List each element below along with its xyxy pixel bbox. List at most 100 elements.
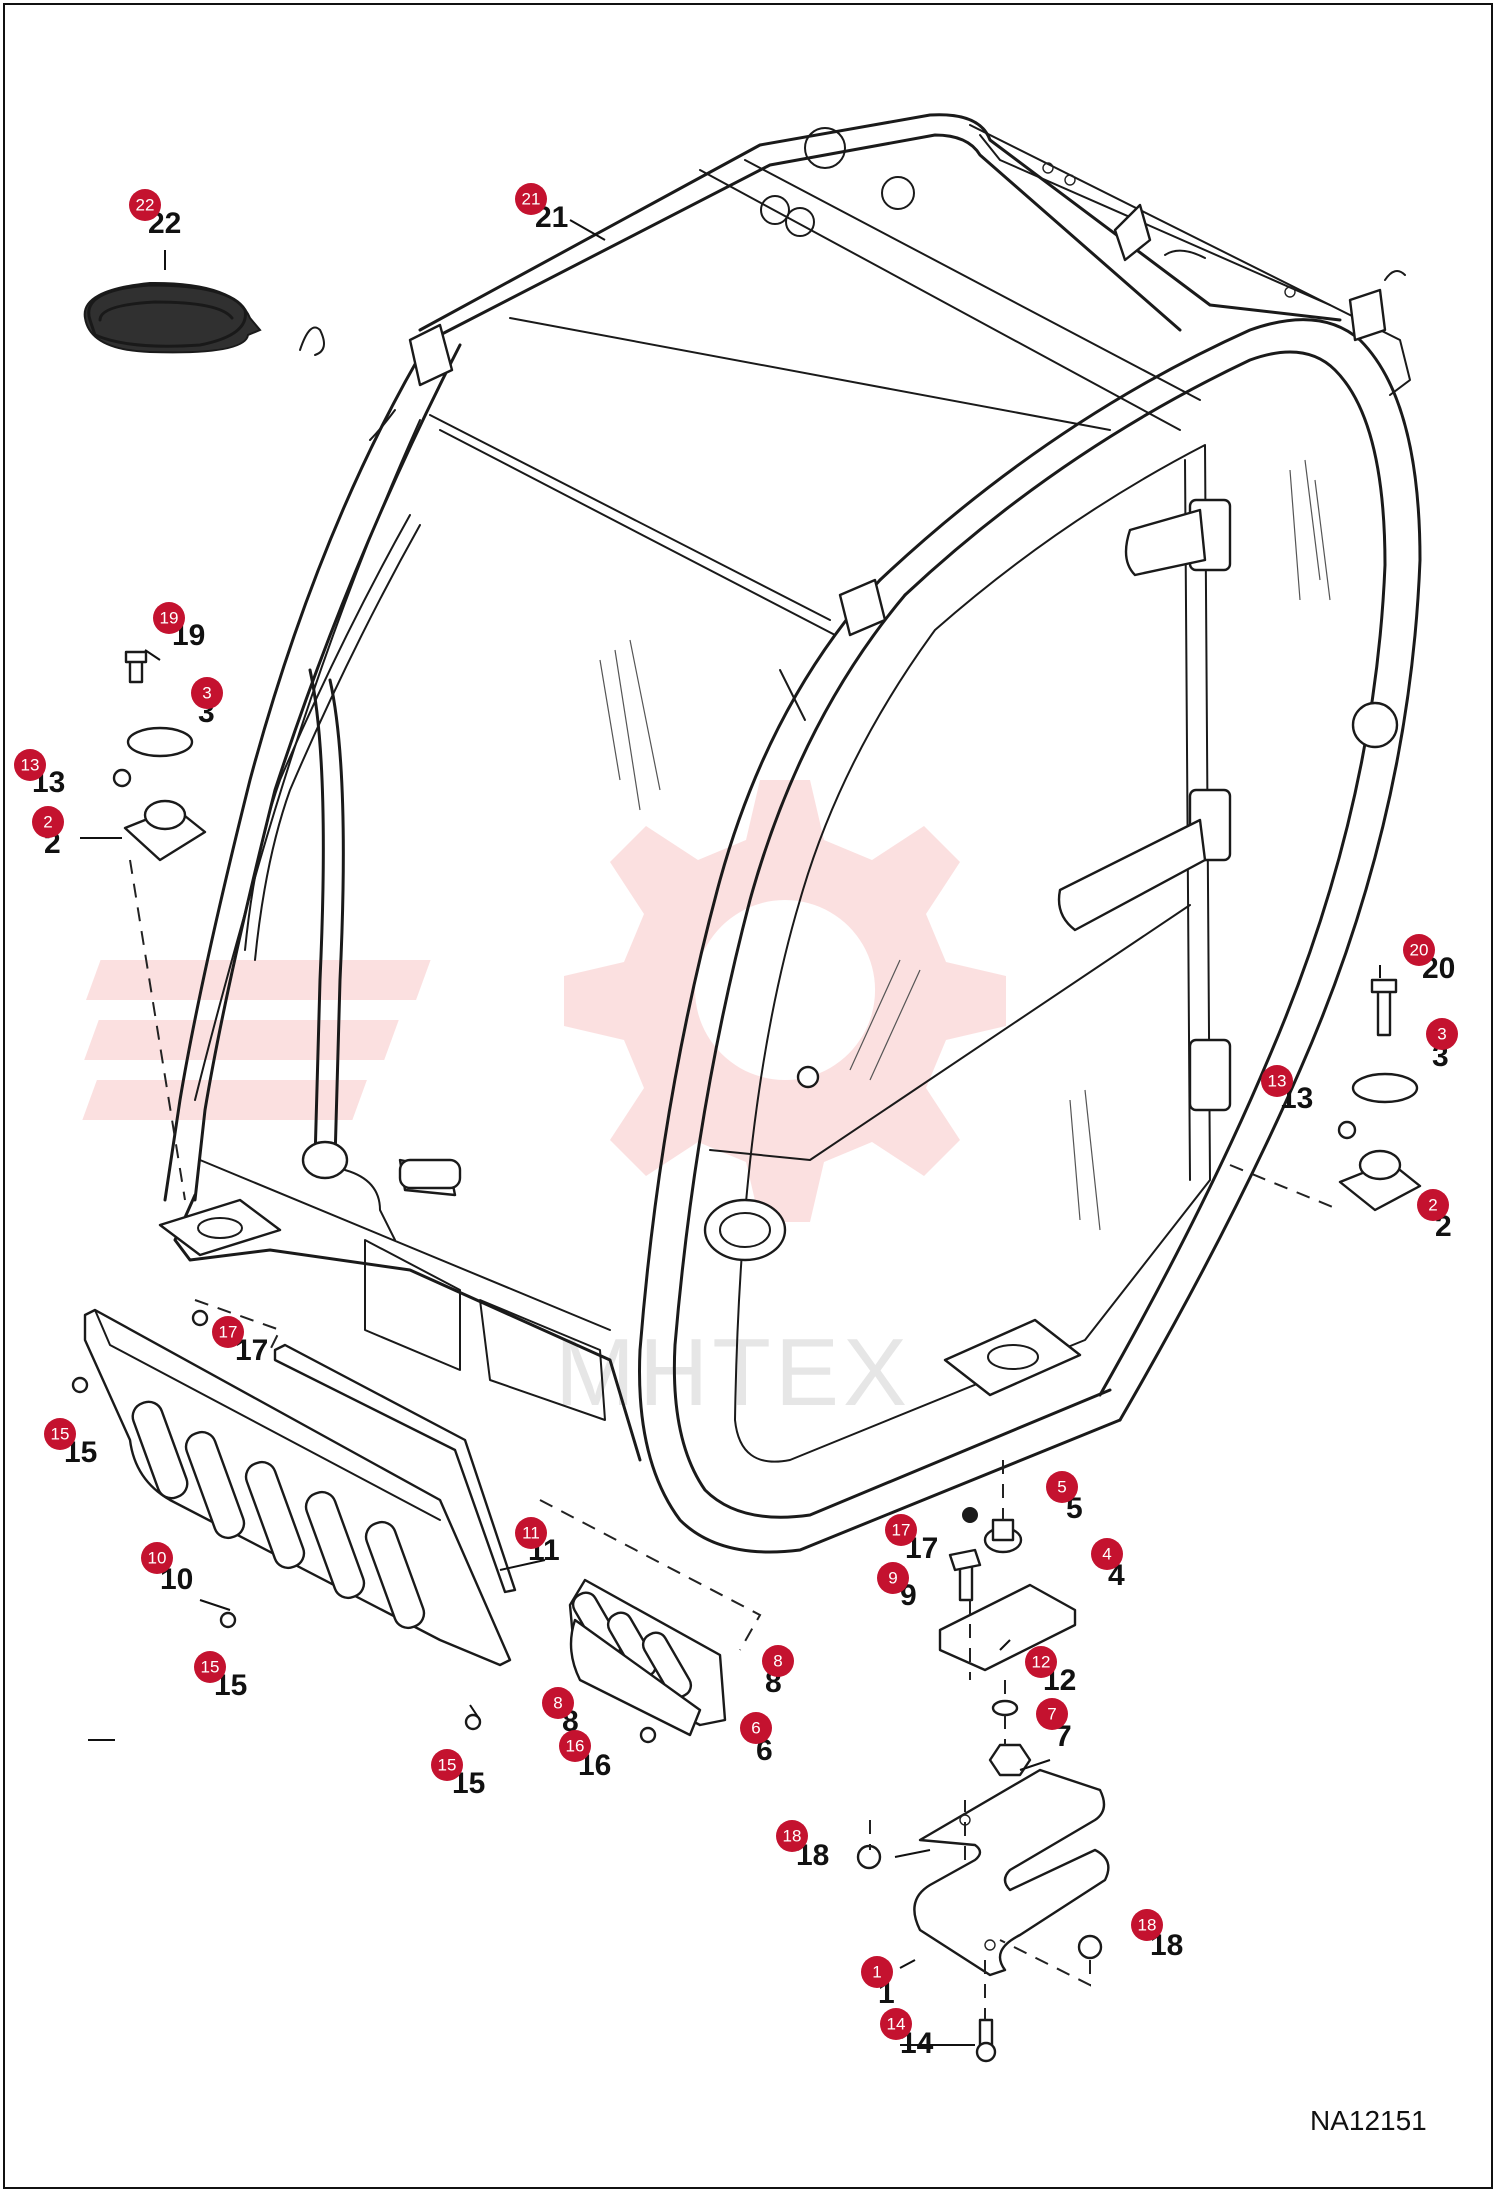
badge-circle xyxy=(542,1687,574,1719)
badge-circle xyxy=(885,1514,917,1546)
callout-badge-c14: 14 xyxy=(880,2008,912,2040)
badge-label: 14 xyxy=(887,2015,906,2034)
lower-mount-stack xyxy=(938,1460,1077,1777)
badge-circle xyxy=(1091,1538,1123,1570)
badge-circle xyxy=(880,2008,912,2040)
badge-label: 17 xyxy=(892,1521,911,1540)
callout-badge-c12: 12 xyxy=(1025,1646,1057,1678)
badge-label: 15 xyxy=(201,1658,220,1677)
badge-label: 3 xyxy=(1437,1025,1446,1044)
badge-circle xyxy=(776,1820,808,1852)
badge-circle xyxy=(559,1730,591,1762)
badge-label: 22 xyxy=(136,196,155,215)
callout-badge-c15a: 15 xyxy=(44,1418,76,1450)
badge-label: 19 xyxy=(160,609,179,628)
callout-badge-c16: 16 xyxy=(559,1730,591,1762)
part-22-seal-strip xyxy=(83,281,325,356)
badge-circle xyxy=(1261,1065,1293,1097)
callout-badge-c15c: 15 xyxy=(431,1749,463,1781)
callout-badge-c8a: 8 xyxy=(762,1645,794,1677)
badge-circle xyxy=(1046,1471,1078,1503)
callout-badge-c2a: 2 xyxy=(32,806,64,838)
badge-label: 17 xyxy=(219,1323,238,1342)
badge-label: 13 xyxy=(21,756,40,775)
badge-label: 18 xyxy=(783,1827,802,1846)
badge-label: 2 xyxy=(1428,1196,1437,1215)
badge-label: 10 xyxy=(148,1549,167,1568)
badge-circle xyxy=(141,1542,173,1574)
callout-badge-c5: 5 xyxy=(1046,1471,1078,1503)
part-11-trim-strip xyxy=(194,1299,517,1594)
callout-badge-c6: 6 xyxy=(740,1712,772,1744)
callout-badge-c22: 22 xyxy=(129,189,161,221)
badge-circle xyxy=(431,1749,463,1781)
badge-circle xyxy=(861,1956,893,1988)
callout-badge-c20: 20 xyxy=(1403,934,1435,966)
badge-label: 21 xyxy=(522,190,541,209)
badge-label: 15 xyxy=(438,1756,457,1775)
callout-badge-c8b: 8 xyxy=(542,1687,574,1719)
badge-circle xyxy=(153,602,185,634)
diagram-border xyxy=(3,3,1493,2189)
callout-badge-c10: 10 xyxy=(141,1542,173,1574)
badge-label: 13 xyxy=(1268,1072,1287,1091)
badge-circle xyxy=(129,189,161,221)
cab-frame xyxy=(158,113,1422,1554)
callout-badge-c11: 11 xyxy=(515,1517,547,1549)
callout-badge-c17b: 17 xyxy=(885,1514,917,1546)
callout-badge-c13a: 13 xyxy=(14,749,46,781)
badge-circle xyxy=(1036,1698,1068,1730)
badge-circle xyxy=(515,183,547,215)
badge-circle xyxy=(877,1562,909,1594)
badge-circle xyxy=(740,1712,772,1744)
badge-label: 7 xyxy=(1047,1705,1056,1724)
callout-badge-c21: 21 xyxy=(515,183,547,215)
badge-circle xyxy=(1025,1646,1057,1678)
badge-label: 4 xyxy=(1102,1545,1111,1564)
part-1-mount-bracket xyxy=(856,1768,1110,2063)
watermark-text: MHTEX xyxy=(555,1319,911,1426)
callout-badge-c9: 9 xyxy=(877,1562,909,1594)
callout-badge-c19: 19 xyxy=(153,602,185,634)
badge-label: 15 xyxy=(51,1425,70,1444)
badge-label: 16 xyxy=(566,1737,585,1756)
badge-label: 20 xyxy=(1410,941,1429,960)
badge-label: 3 xyxy=(202,684,211,703)
badge-circle xyxy=(14,749,46,781)
diagram-code: NA12151 xyxy=(1310,2105,1427,2136)
badge-label: 1 xyxy=(872,1963,881,1982)
badge-circle xyxy=(191,677,223,709)
callout-badge-c15b: 15 xyxy=(194,1651,226,1683)
badge-circle xyxy=(762,1645,794,1677)
callout-badge-c3b: 3 xyxy=(1426,1018,1458,1050)
badge-circle xyxy=(515,1517,547,1549)
badge-circle xyxy=(194,1651,226,1683)
badge-circle xyxy=(44,1418,76,1450)
part-10-front-grille xyxy=(71,1308,512,1731)
callout-badge-c7: 7 xyxy=(1036,1698,1068,1730)
callout-badge-c17a: 17 xyxy=(212,1316,244,1348)
callout-badge-c2b: 2 xyxy=(1417,1189,1449,1221)
badge-label: 12 xyxy=(1032,1653,1051,1672)
badge-label: 2 xyxy=(43,813,52,832)
badge-circle xyxy=(1426,1018,1458,1050)
badge-circle xyxy=(1417,1189,1449,1221)
badge-circle xyxy=(1403,934,1435,966)
callout-badge-c3a: 3 xyxy=(191,677,223,709)
callout-badge-c18b: 18 xyxy=(1131,1909,1163,1941)
right-mount-assembly xyxy=(1229,978,1422,1212)
badge-circle xyxy=(1131,1909,1163,1941)
callout-badge-c1: 1 xyxy=(861,1956,893,1988)
badge-label: 11 xyxy=(522,1524,540,1543)
callout-badge-c13b: 13 xyxy=(1261,1065,1293,1097)
badge-label: 6 xyxy=(751,1719,760,1738)
left-mount-assembly xyxy=(112,650,207,1201)
badge-circle xyxy=(212,1316,244,1348)
badge-circle xyxy=(32,806,64,838)
badge-label: 8 xyxy=(773,1652,782,1671)
badge-label: 18 xyxy=(1138,1916,1157,1935)
callout-badge-c4: 4 xyxy=(1091,1538,1123,1570)
badge-label: 9 xyxy=(888,1569,897,1588)
